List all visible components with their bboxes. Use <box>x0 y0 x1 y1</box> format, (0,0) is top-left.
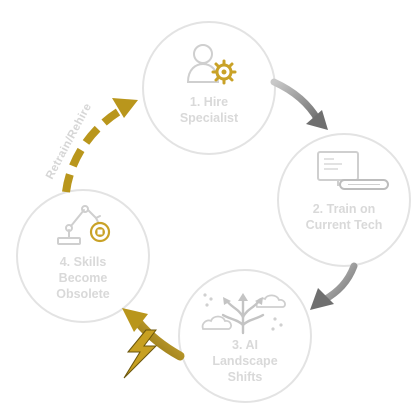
branching-arrows-clouds-icon <box>201 293 286 335</box>
node-shift-line3: Shifts <box>228 370 263 384</box>
arrow-shift-to-obsolete <box>122 308 185 379</box>
arrow-retrain-return: Retrain/Rehire <box>44 98 138 193</box>
monitor-keyboard-icon <box>317 151 389 190</box>
node-hire-line2: Specialist <box>180 111 239 125</box>
node-obsolete-line2: Become <box>59 271 108 285</box>
arrow-hire-to-train <box>270 78 328 130</box>
node-shift: 3. AI Landscape Shifts <box>178 269 312 403</box>
lightning-bolt-icon <box>123 329 158 379</box>
robot-arm-chip-icon <box>57 205 111 245</box>
arrow-train-to-shift <box>310 262 358 310</box>
node-train-line1: 2. Train on <box>313 202 376 216</box>
node-obsolete-line3: Obsolete <box>56 287 110 301</box>
node-hire: 1. Hire Specialist <box>142 21 276 155</box>
node-obsolete-line1: 4. Skills <box>60 255 107 269</box>
node-hire-line1: 1. Hire <box>190 95 228 109</box>
node-shift-line1: 3. AI <box>232 338 258 352</box>
node-obsolete: 4. Skills Become Obsolete <box>16 189 150 323</box>
node-shift-line2: Landscape <box>212 354 277 368</box>
person-gear-icon <box>186 44 237 85</box>
node-train: 2. Train on Current Tech <box>277 133 411 267</box>
node-train-line2: Current Tech <box>306 218 383 232</box>
